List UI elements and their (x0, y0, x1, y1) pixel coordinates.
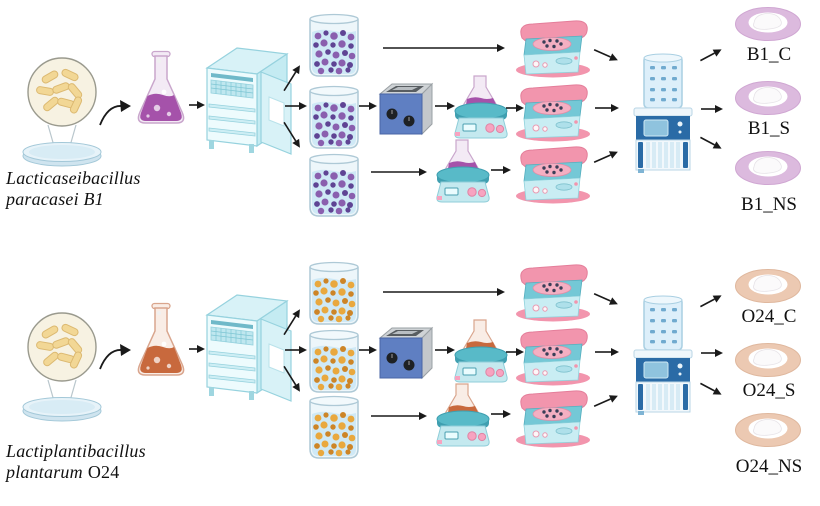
magnetic-stirrer-icon (454, 319, 508, 383)
arrow-icon (700, 382, 722, 395)
petri-dish-culture-icon (22, 57, 102, 167)
curved-arrow-icon (99, 344, 131, 370)
beaker-icon (309, 329, 359, 393)
curved-arrow-icon (99, 100, 131, 126)
beaker-icon (309, 395, 359, 459)
arrow-icon (701, 349, 723, 357)
arrow-icon (359, 102, 377, 110)
strain-label-line1: Lacticaseibacillus (6, 168, 141, 188)
arrow-icon (283, 121, 300, 148)
product-label: B1_C (746, 44, 792, 65)
arrow-icon (593, 292, 618, 305)
arrow-icon (593, 151, 618, 164)
product-label: O24_C (741, 306, 797, 327)
figure-canvas: Lacticaseibacillus paracasei B1 (0, 0, 820, 488)
arrow-icon (700, 136, 722, 149)
product-label: O24_S (742, 380, 796, 401)
freeze-dried-product-icon (735, 413, 801, 447)
ultrasonic-bath-icon (378, 326, 434, 380)
arrow-icon (189, 345, 205, 353)
arrow-icon (285, 102, 307, 110)
arrow-icon (371, 412, 427, 420)
centrifuge-icon (516, 390, 590, 448)
products-column: O24_C O24_S O24_NS (726, 262, 812, 506)
workflow-row-b1: Lacticaseibacillus paracasei B1 (0, 0, 820, 244)
freeze-dried-product-icon (735, 269, 801, 303)
arrow-icon (383, 44, 505, 52)
beaker-icon (309, 153, 359, 217)
arrow-icon (189, 101, 205, 109)
arrow-icon (506, 348, 524, 356)
arrow-icon (595, 104, 619, 112)
arrow-icon (283, 309, 300, 336)
arrow-icon (700, 295, 722, 308)
incubator-icon (205, 47, 292, 155)
arrow-icon (593, 48, 618, 61)
arrow-icon (435, 102, 455, 110)
petri-dish-culture-icon (22, 312, 102, 422)
beaker-icon (309, 261, 359, 325)
magnetic-stirrer-icon (436, 139, 490, 203)
arrow-icon (506, 104, 524, 112)
centrifuge-icon (516, 84, 590, 142)
freeze-dryer-icon (633, 53, 693, 173)
beaker-icon (309, 13, 359, 77)
centrifuge-icon (516, 20, 590, 78)
centrifuge-icon (516, 146, 590, 204)
freeze-dried-product-icon (735, 343, 801, 377)
arrow-icon (491, 410, 511, 418)
incubator-icon (205, 294, 292, 402)
erlenmeyer-flask-icon (137, 50, 185, 124)
arrow-icon (383, 288, 505, 296)
freeze-dried-product-icon (735, 81, 801, 115)
product-label: B1_NS (741, 194, 797, 215)
freeze-dryer-icon (633, 295, 693, 415)
product-label: O24_NS (735, 456, 803, 477)
arrow-icon (371, 168, 427, 176)
product-label: B1_S (747, 118, 791, 139)
products-column: B1_C B1_S B1_NS (726, 0, 812, 244)
arrow-icon (435, 346, 455, 354)
strain-label-line2: paracasei B1 (6, 189, 104, 209)
erlenmeyer-flask-icon (137, 302, 185, 376)
arrow-icon (283, 365, 300, 392)
freeze-dried-product-icon (735, 7, 801, 41)
arrow-icon (285, 346, 307, 354)
centrifuge-icon (516, 328, 590, 386)
magnetic-stirrer-icon (436, 383, 490, 447)
strain-label-line1: Lactiplantibacillus (6, 441, 146, 461)
freeze-dried-product-icon (735, 151, 801, 185)
ultrasonic-bath-icon (378, 82, 434, 136)
beaker-icon (309, 85, 359, 149)
centrifuge-icon (516, 264, 590, 322)
arrow-icon (701, 105, 723, 113)
strain-label: Lacticaseibacillus paracasei B1 (6, 168, 141, 210)
arrow-icon (359, 346, 377, 354)
magnetic-stirrer-icon (454, 75, 508, 139)
arrow-icon (491, 166, 511, 174)
arrow-icon (700, 49, 722, 62)
arrow-icon (283, 65, 300, 92)
arrow-icon (593, 395, 618, 408)
arrow-icon (595, 348, 619, 356)
